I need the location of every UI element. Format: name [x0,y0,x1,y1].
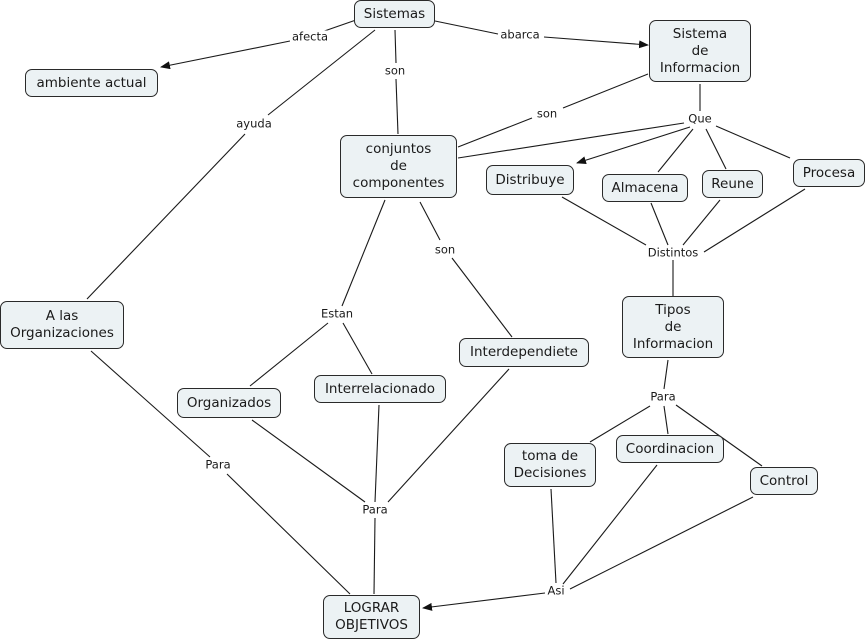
edge-estan-organizados [249,322,329,387]
edge-que-conjuntos [457,122,685,159]
edge-tipos-para [663,359,669,390]
edge-que-almacena [657,128,694,173]
edge-para-lograr [373,517,376,595]
edge-sistemas-son [394,29,397,64]
concept-conjuntos-de-componentes[interactable]: conjuntos de componentes [340,135,457,198]
link-que[interactable]: Que [686,111,714,126]
edge-sistemas-ayuda [267,29,376,116]
edge-coordinacion-asi [562,464,658,585]
concept-sistemas[interactable]: Sistemas [354,0,435,28]
concept-sistema-de-informacion[interactable]: Sistema de Informacion [649,20,751,82]
edge-sistema-info-son [562,73,649,109]
concept-interdependiete[interactable]: Interdependiete [459,338,589,367]
edge-sistemas-abarca [434,20,499,35]
edge-procesa-distintos [703,188,806,253]
concept-toma-de-decisiones[interactable]: toma de Decisiones [504,443,596,487]
link-son-sistemas[interactable]: son [382,63,408,78]
edge-organizaciones-para [90,350,211,458]
link-son-conjuntos[interactable]: son [432,242,458,257]
edge-que-procesa [715,125,791,159]
edge-abarca-sistema-info [543,36,649,49]
edge-almacena-distintos [650,202,669,246]
edge-estan-interrelacionado [342,322,373,375]
link-estan[interactable]: Estan [318,306,356,321]
edge-son-conjuntos [395,78,399,135]
link-asi[interactable]: Asi [545,583,567,598]
edge-conjuntos-estan [341,199,386,307]
edge-distribuye-distintos [561,196,647,246]
edge-control-asi [569,496,754,590]
edge-toma-asi [550,488,557,584]
concept-lograr-objetivos[interactable]: LOGRAR OBJETIVOS [323,595,420,639]
edge-interrelacionado-para [374,404,380,503]
concept-tipos-de-informacion[interactable]: Tipos de Informacion [622,296,724,358]
link-abarca[interactable]: abarca [498,27,542,42]
edge-son-interdependiete [451,257,513,338]
edge-conjuntos-son [419,201,441,241]
edge-que-reune [705,128,727,170]
concept-ambiente-actual[interactable]: ambiente actual [25,69,158,97]
edge-ayuda-organizaciones [86,133,246,300]
link-para-componentes[interactable]: Para [360,502,390,517]
link-afecta[interactable]: afecta [289,29,331,44]
edge-afecta-ambiente [160,40,291,70]
edge-asi-lograr [422,592,546,611]
link-distintos[interactable]: Distintos [645,245,701,260]
concept-procesa[interactable]: Procesa [793,159,865,187]
concept-almacena[interactable]: Almacena [602,174,688,202]
edge-interdependiete-para [387,368,510,503]
edge-reune-distintos [682,199,721,246]
edge-para-toma [589,405,651,443]
edge-que-distribuye [576,126,691,165]
link-ayuda[interactable]: ayuda [234,116,274,131]
edge-organizados-para [251,419,366,503]
concept-coordinacion[interactable]: Coordinacion [616,435,724,463]
concept-interrelacionado[interactable]: Interrelacionado [314,375,446,403]
link-para-tipos[interactable]: Para [648,389,678,404]
edge-son-conjuntos-2 [457,117,533,148]
concept-a-las-organizaciones[interactable]: A las Organizaciones [0,301,124,349]
concept-reune[interactable]: Reune [702,170,763,198]
link-son-sistema-info[interactable]: son [534,106,560,121]
concept-control[interactable]: Control [750,467,818,495]
concept-organizados[interactable]: Organizados [177,388,281,418]
link-para-organizaciones[interactable]: Para [203,457,233,472]
edge-para-lograr-2 [226,473,351,595]
concept-distribuye[interactable]: Distribuye [486,165,574,195]
edge-para-coordinacion [663,405,669,435]
